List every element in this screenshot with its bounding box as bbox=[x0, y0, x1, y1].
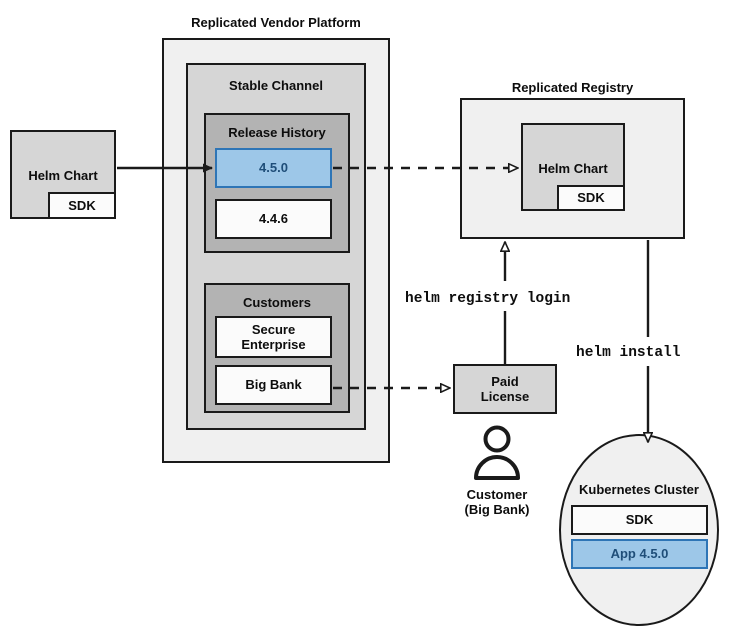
customer-item-secure-enterprise-label: Secure Enterprise bbox=[241, 321, 306, 352]
customer-item-secure-enterprise[interactable]: Secure Enterprise bbox=[215, 316, 332, 358]
registry-helm-chart-label: Helm Chart bbox=[538, 161, 608, 176]
release-item-4-5-0[interactable]: 4.5.0 bbox=[215, 148, 332, 188]
cluster-component-sdk-label: SDK bbox=[625, 512, 654, 528]
registry-title: Replicated Registry bbox=[511, 80, 634, 95]
helm-install-command: helm install bbox=[576, 345, 681, 361]
source-helm-chart-label: Helm Chart bbox=[28, 168, 98, 183]
customer-item-big-bank[interactable]: Big Bank bbox=[215, 365, 332, 405]
cluster-component-sdk: SDK bbox=[571, 505, 708, 535]
customers-label: Customers bbox=[243, 295, 311, 310]
paid-license-label: Paid License bbox=[480, 373, 530, 404]
person-icon bbox=[474, 425, 520, 480]
paid-license-node: Paid License bbox=[453, 364, 557, 414]
customer-actor-caption: Customer (Big Bank) bbox=[464, 487, 530, 518]
stable-channel-label: Stable Channel bbox=[229, 78, 323, 93]
registry-sdk-label: SDK bbox=[577, 190, 605, 206]
source-sdk-node: SDK bbox=[48, 192, 116, 219]
cluster-component-app-label: App 4.5.0 bbox=[610, 546, 669, 562]
vendor-platform-title: Replicated Vendor Platform bbox=[191, 15, 361, 30]
helm-registry-login-command: helm registry login bbox=[405, 291, 571, 307]
release-item-4-4-6[interactable]: 4.4.6 bbox=[215, 199, 332, 239]
kubernetes-cluster-label: Kubernetes Cluster bbox=[579, 482, 699, 497]
release-item-4-4-6-label: 4.4.6 bbox=[259, 211, 288, 227]
release-item-4-5-0-label: 4.5.0 bbox=[259, 160, 288, 176]
source-sdk-label: SDK bbox=[68, 197, 96, 213]
cluster-component-app: App 4.5.0 bbox=[571, 539, 708, 569]
registry-sdk-node: SDK bbox=[557, 185, 625, 211]
customer-item-big-bank-label: Big Bank bbox=[245, 377, 302, 393]
release-history-label: Release History bbox=[228, 125, 326, 140]
